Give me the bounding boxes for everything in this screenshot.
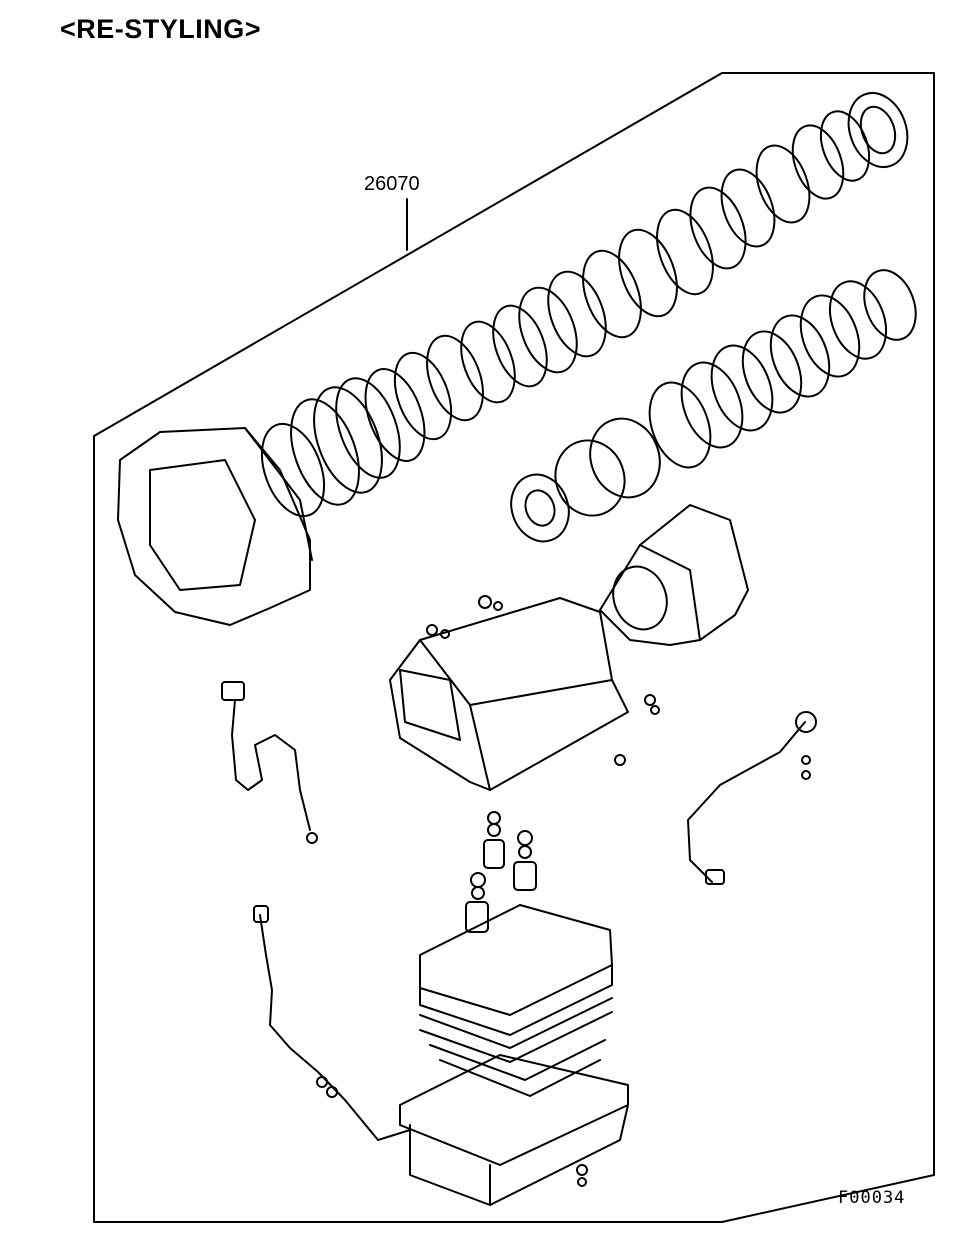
figure-code: F00034 bbox=[838, 1188, 906, 1208]
bell-housing bbox=[117, 427, 311, 626]
solenoid-fittings bbox=[465, 811, 537, 933]
middle-component-stack bbox=[510, 269, 917, 543]
valve-body-stack bbox=[419, 904, 613, 1097]
oil-pan bbox=[399, 1054, 629, 1206]
cable-harness-left bbox=[231, 699, 311, 831]
dipstick-tube bbox=[259, 914, 411, 1141]
part-number-callout: 26070 bbox=[364, 173, 420, 195]
extension-housing bbox=[599, 504, 749, 646]
kit-frame bbox=[93, 72, 935, 1223]
transmission-case bbox=[389, 597, 629, 791]
cable-harness-right bbox=[687, 721, 806, 883]
drain-plug bbox=[576, 1164, 588, 1187]
upper-component-stack bbox=[260, 92, 909, 518]
case-fittings bbox=[426, 595, 660, 766]
section-heading: <RE-STYLING> bbox=[60, 14, 262, 44]
